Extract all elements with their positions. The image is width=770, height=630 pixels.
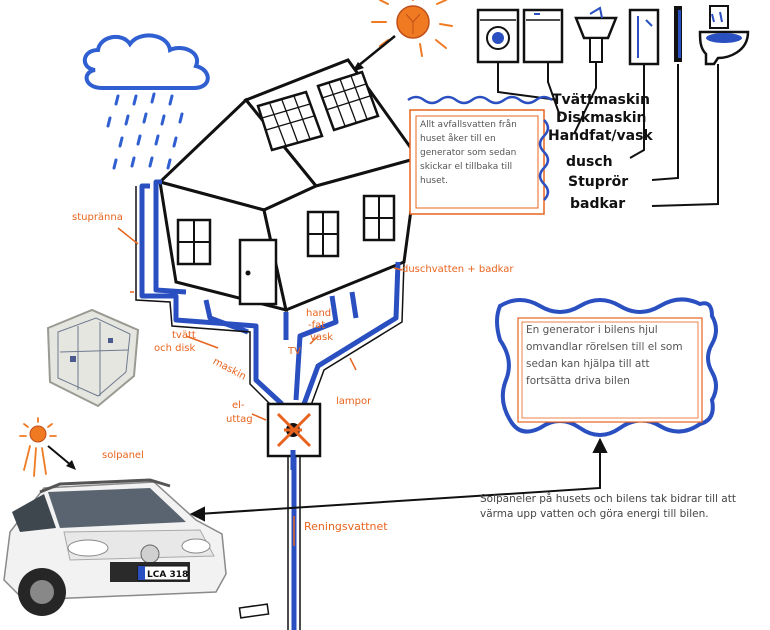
rain-drops [106,92,184,170]
appliance-label-bathtub: badkar [570,196,626,212]
car-plate: LCA 318 [147,570,188,580]
appliance-label-shower: dusch [566,154,613,170]
shower-icon [628,8,660,66]
washing-machine-icon [476,8,520,64]
dishwasher-icon [522,8,564,64]
generator-box [266,402,322,470]
roof-solar-panel [316,70,380,132]
label-uttag: uttag [226,414,253,425]
house-note-text: Allt avfallsvatten från huset åker till … [420,120,517,186]
label-arrows [116,227,403,546]
car-note-text: En generator i bilens hjul omvandlar rör… [526,324,683,387]
appliance-lines [497,62,719,207]
car-image [3,478,227,616]
label-solpanel: solpanel [102,450,144,461]
car-note-box [495,297,718,437]
label-tv: TV [288,346,301,357]
label-fat: -fat [308,320,326,331]
pipe-outlines [135,186,405,630]
appliance-label-downpipe: Stuprör [568,174,629,190]
roof-solar-panel [256,90,324,152]
floor-plan-image [46,308,140,408]
sun-icon [352,0,453,72]
house-window [362,194,396,242]
house [157,58,421,313]
label-stupranna: stupränna [72,212,123,223]
house-door [238,238,278,306]
house-window [306,210,340,258]
small-sun-icon [19,417,76,477]
cloud-icon [82,33,210,90]
appliance-label-washing-machine: Tvättmaskin [552,92,650,108]
label-och-disk: och disk [154,343,196,354]
label-lampor: lampor [336,396,372,407]
label-el: el- [232,400,245,411]
downpipe-icon [674,6,682,62]
label-vask: vask [310,332,334,343]
label-hand: hand [306,308,332,319]
house-window [176,218,212,266]
house-note-box [407,95,553,215]
water-pipes [139,179,401,630]
sink-icon [574,6,618,63]
label-reningsvattnet: Reningsvattnet [304,520,388,533]
label-duschvatten: duschvatten + badkar [402,264,514,275]
label-tvatt: tvätt [172,330,196,341]
car-arrow [189,437,608,522]
solar-note-text: Solpaneler på husets och bilens tak bidr… [480,493,736,520]
toilet-icon [698,5,750,66]
paper-scrap [238,603,270,619]
appliance-label-sink: Handfat/vask [548,128,653,144]
appliance-label-dishwasher: Diskmaskin [556,110,647,126]
